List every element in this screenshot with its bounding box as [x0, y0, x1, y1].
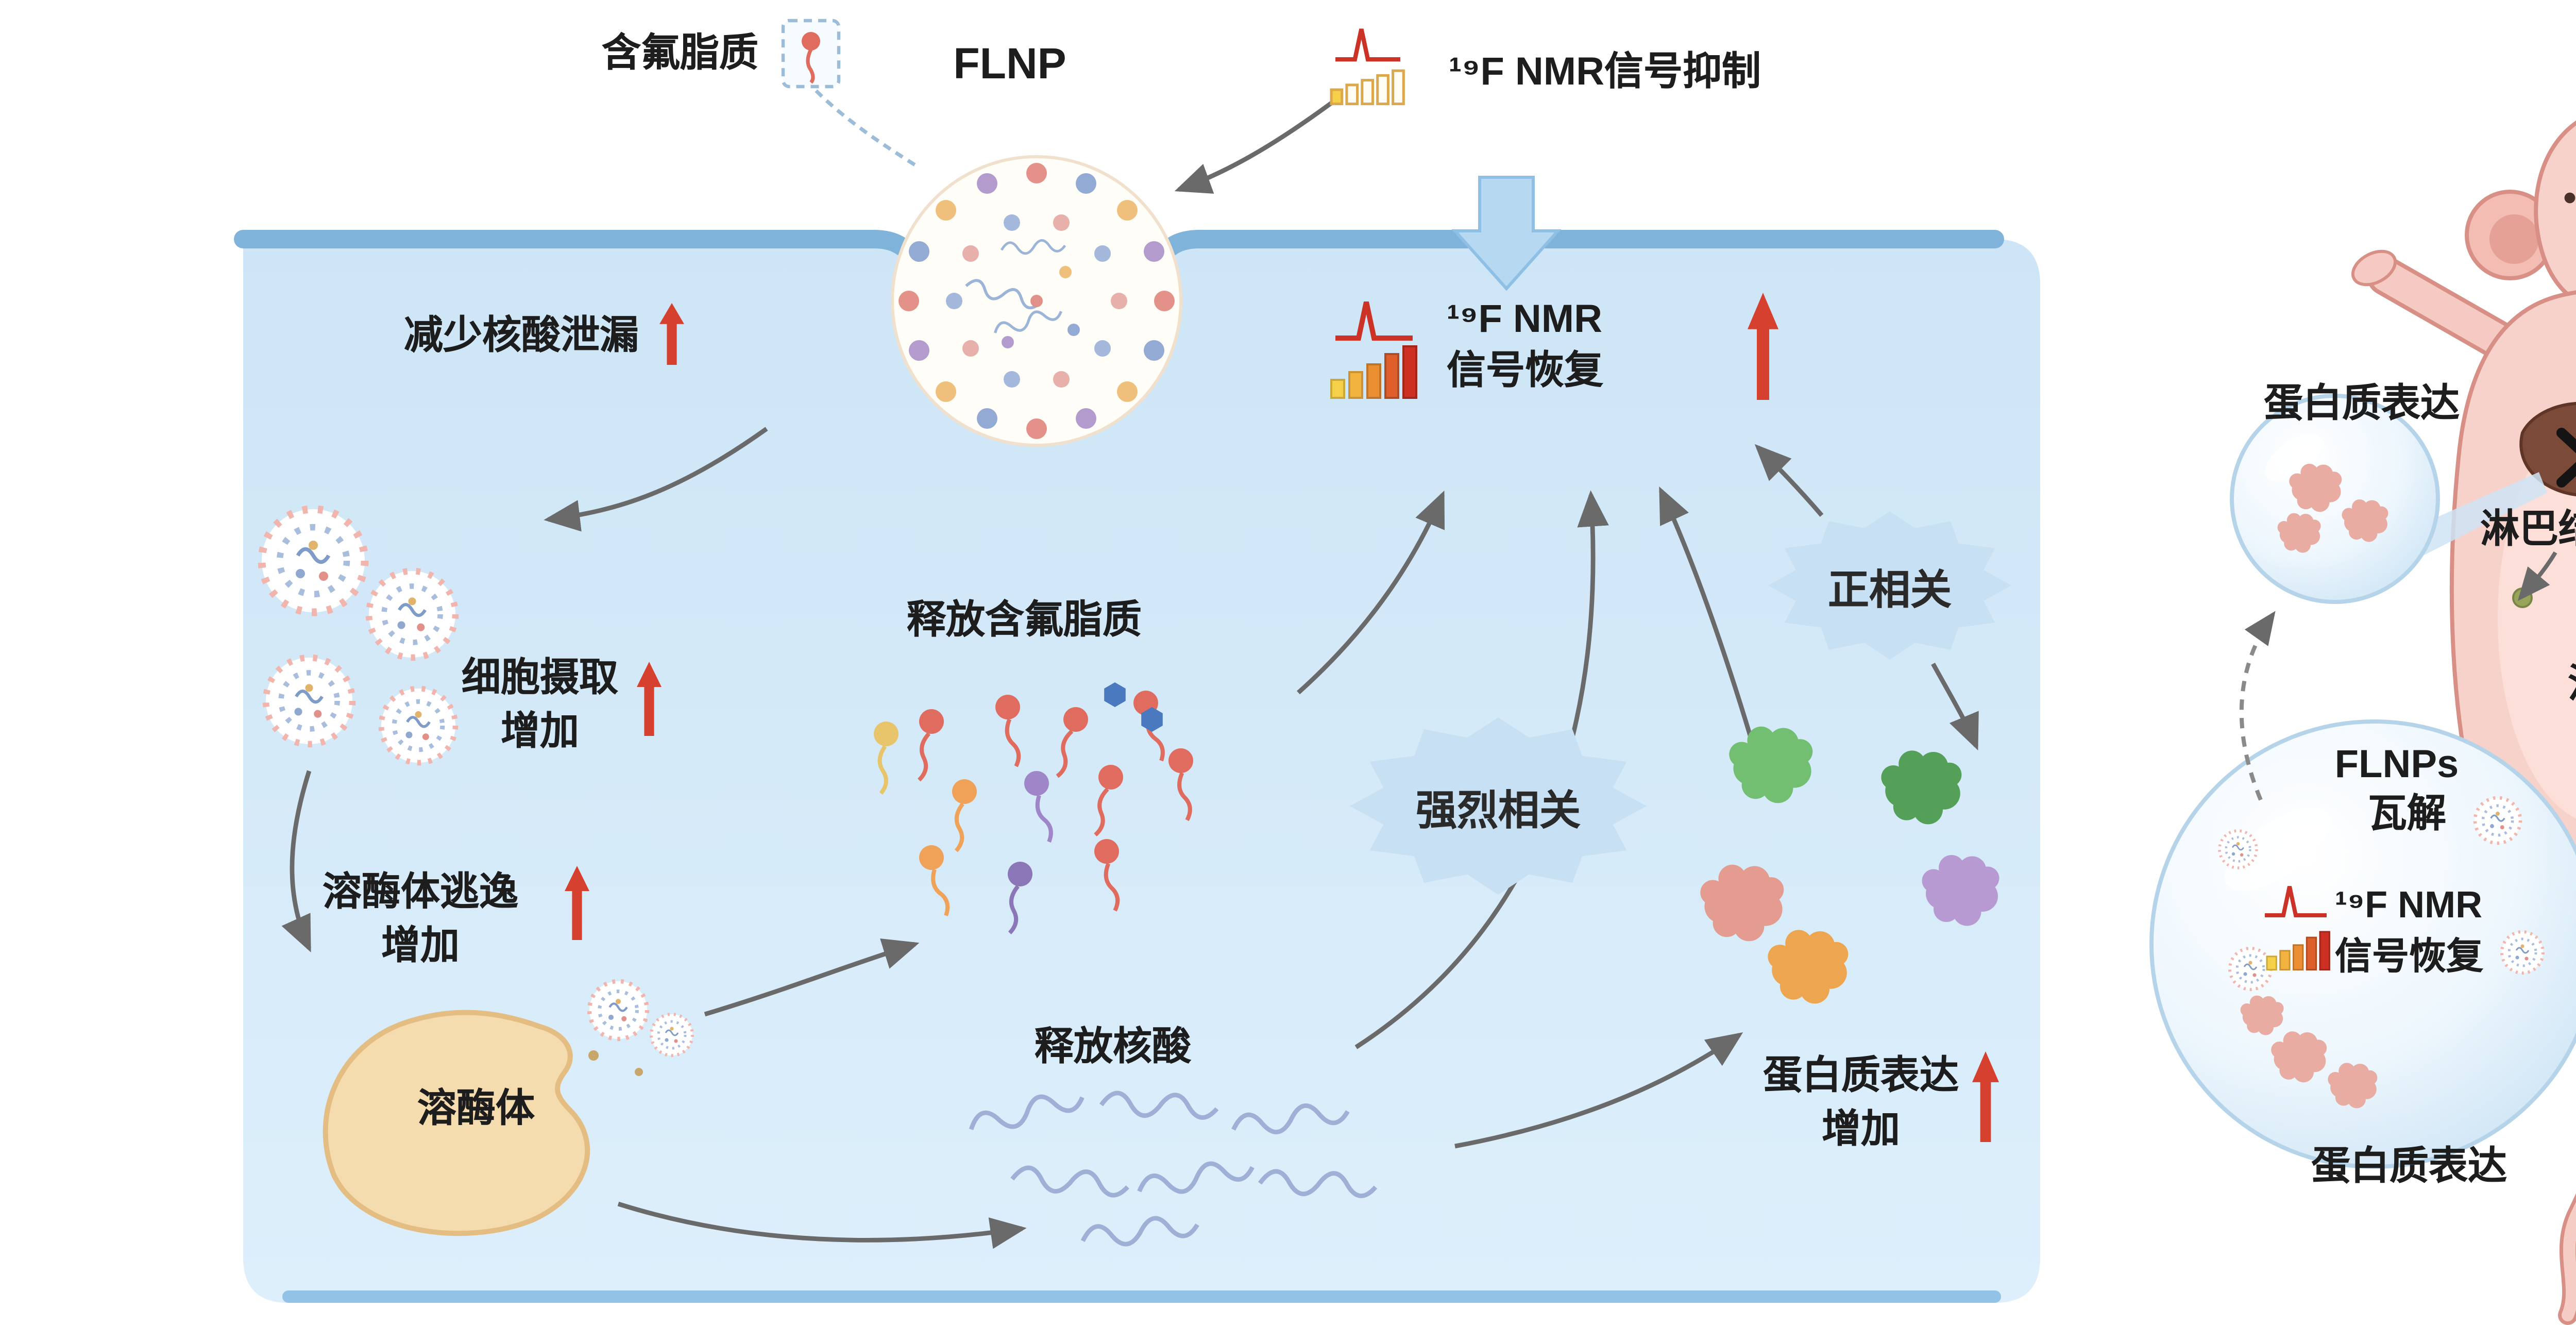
protein-expression-left-label: 蛋白质表达	[2263, 383, 2460, 427]
mouse-panel-arrows	[2239, 551, 2557, 801]
mouse-left-arm	[2371, 261, 2517, 358]
arrow-poscorr-to-protein	[1931, 662, 1979, 751]
lysosome-label: 溶酶体	[417, 1088, 535, 1132]
release-lipid-label: 释放含氟脂质	[906, 600, 1142, 643]
flnp-particle	[891, 155, 1182, 447]
arrow-lipids-to-recovery	[1297, 490, 1445, 695]
arrow-lysosome-to-lipids	[704, 938, 920, 1017]
mouse-head	[2534, 120, 2576, 303]
nmr-suppression-label: ¹⁹F NMR信号抑制	[1449, 52, 1761, 95]
liver-icon	[2519, 402, 2576, 497]
arrow-nucleic-to-expression	[1454, 1032, 1743, 1149]
signal-bars-suppressed-icon	[1331, 71, 1403, 104]
cell-uptake-line2: 增加	[500, 711, 580, 754]
protein-expression-line1: 蛋白质表达	[1762, 1055, 1959, 1099]
lysosome-escape-line2: 增加	[381, 926, 460, 969]
reduce-leakage-label: 减少核酸泄漏	[403, 315, 639, 359]
positive-correlation-label: 正相关	[1828, 568, 1952, 613]
fluorinated-lipid-label: 含氟脂质	[601, 33, 759, 76]
lysosome-escape-line1: 溶酶体逃逸	[322, 872, 519, 915]
arrow-uptake-to-lysosome	[281, 770, 312, 953]
flnps-disintegration-line1: FLNPs	[2334, 744, 2459, 787]
lymph-node-left-label: 淋巴结	[2480, 509, 2576, 552]
zoom-bubbles	[2149, 394, 2576, 1169]
arrow-protein-to-recovery	[1659, 487, 1758, 756]
nmr-spectrum-peak-icon	[1335, 29, 1400, 59]
arrow-lysosome-to-nucleic	[617, 1201, 1027, 1249]
lysosome-icon	[323, 981, 692, 1236]
fluorinated-lipid-legend-box	[781, 19, 916, 167]
lipid-head-icon	[802, 32, 820, 51]
mouse-eye	[2564, 192, 2575, 204]
bubble-nmr-recovery-line1: ¹⁹F NMR	[2335, 884, 2483, 926]
injection-site-label: 注射位点	[2568, 664, 2576, 709]
cell-uptake-line1: 细胞摄取	[461, 658, 619, 701]
arrow-poscorr-to-recovery	[1754, 444, 1824, 517]
strong-correlation-label: 强烈相关	[1416, 789, 1581, 834]
protein-expression-bottom-label: 蛋白质表达	[2311, 1146, 2507, 1189]
flnp-label: FLNP	[953, 41, 1066, 89]
nmr-suppression-icon-group	[1331, 29, 1403, 104]
arrow-membrane-to-uptake	[544, 427, 768, 532]
arrow-lymph-left	[2517, 551, 2557, 601]
arrow-bubble-to-protein-dashed	[2239, 611, 2276, 801]
release-nucleic-label: 释放核酸	[1034, 1027, 1192, 1070]
nmr-recovery-line1: ¹⁹F NMR	[1447, 299, 1602, 342]
suppression-to-cell-block-arrow	[1451, 176, 1562, 291]
liver-cross-icon	[2556, 428, 2576, 454]
bubble-nmr-recovery-line2: 信号恢复	[2335, 936, 2483, 977]
arrow-suppression-to-flnp	[1174, 101, 1333, 194]
flnps-disintegration-line2: 瓦解	[2367, 794, 2447, 837]
flnp-lipid-shell	[899, 163, 1175, 439]
protein-expression-line2: 增加	[1821, 1109, 1901, 1152]
nmr-recovery-line2: 信号恢复	[1447, 350, 1604, 394]
